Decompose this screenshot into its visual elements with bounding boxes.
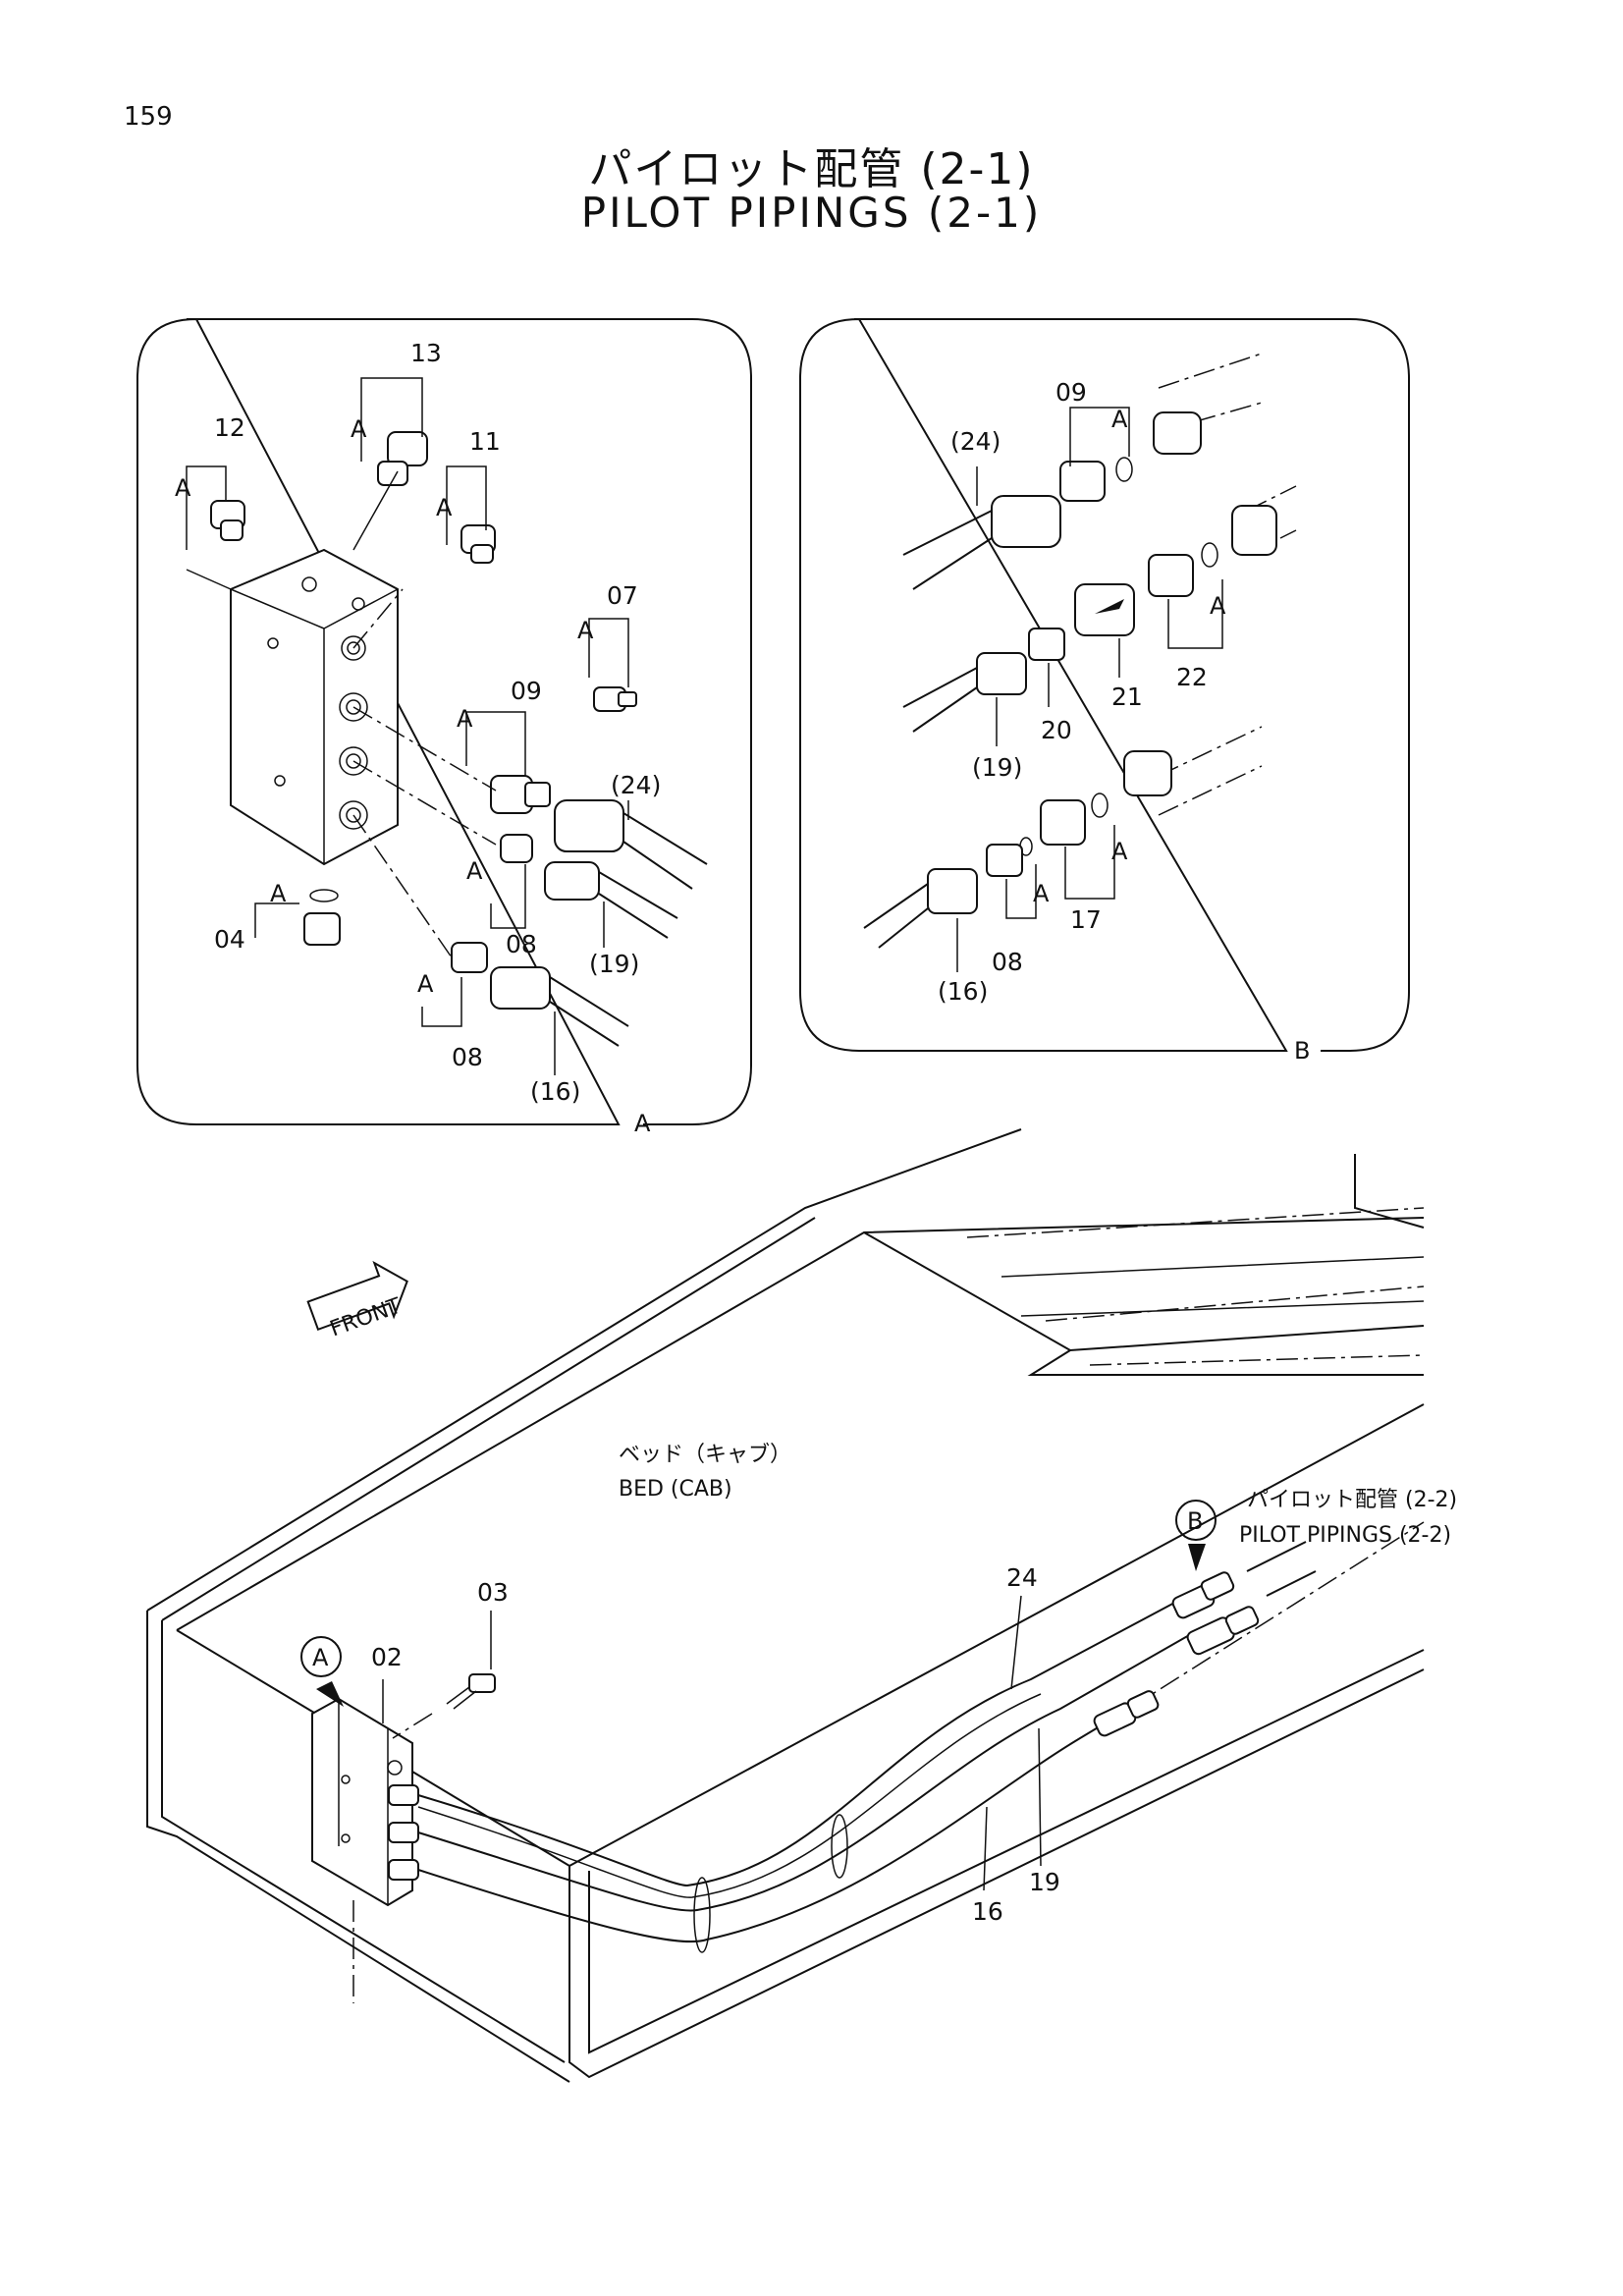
oring-mark: A <box>577 617 594 644</box>
callout-16: (16) <box>530 1077 580 1106</box>
bed-label-english: BED (CAB) <box>619 1477 732 1502</box>
hose-24-end <box>554 799 708 890</box>
fitting-09 <box>1059 461 1106 502</box>
fitting-13-elbow <box>377 431 428 486</box>
callout-16: (16) <box>938 977 988 1006</box>
detail-b-panel: B 09 (2 <box>799 317 1410 1065</box>
fitting-22 <box>1148 554 1194 597</box>
callout-08-lower: 08 <box>452 1043 483 1071</box>
page-title-japanese: パイロット配管 (2-1) <box>588 144 1035 194</box>
callout-19: (19) <box>972 753 1022 782</box>
callout-12: 12 <box>214 413 245 442</box>
hose-ends-b <box>1093 1541 1317 1737</box>
hose-bundle <box>352 1521 1425 2003</box>
o-ring <box>1091 793 1109 818</box>
callout-24: (24) <box>950 427 1001 456</box>
hose-16-end <box>490 966 629 1047</box>
fitting-07-adapter <box>593 686 637 712</box>
oring-mark: A <box>1111 406 1128 433</box>
fitting-08-upper <box>500 834 533 863</box>
callout-11: 11 <box>469 427 501 456</box>
flow-arrow-icon <box>1095 599 1129 614</box>
o-ring <box>1201 542 1218 568</box>
fitting-20 <box>1028 628 1065 661</box>
callout-09: 09 <box>1055 378 1087 407</box>
plug-04 <box>303 889 341 946</box>
callout-07: 07 <box>607 581 638 610</box>
page-title-english: PILOT PIPINGS (2-1) <box>580 189 1043 237</box>
callout-24: (24) <box>611 771 661 799</box>
callout-03: 03 <box>477 1578 509 1607</box>
page-number: 159 <box>124 102 173 132</box>
marker-b-label: B <box>1187 1507 1203 1535</box>
bolt-03 <box>392 1673 496 1739</box>
marker-b <box>1175 1500 1217 1571</box>
fitting-17 <box>1040 799 1086 846</box>
hose-16-end <box>927 868 978 914</box>
oring-mark: A <box>436 494 453 521</box>
nut-top <box>1153 411 1202 455</box>
callout-17: 17 <box>1070 905 1102 934</box>
oring-mark: A <box>417 970 434 998</box>
front-arrow-icon <box>306 1260 408 1332</box>
oring-mark: A <box>457 705 473 733</box>
callout-16: 16 <box>972 1897 1003 1926</box>
callout-02: 02 <box>371 1643 403 1671</box>
main-assembly-view: FRONT <box>146 1128 1457 2083</box>
hose-19-end <box>976 652 1027 695</box>
oring-mark: A <box>351 415 367 443</box>
nut-bottom <box>1123 750 1172 796</box>
fitting-08-lower <box>451 942 488 973</box>
hose-24-end <box>991 495 1061 548</box>
manifold-block <box>230 548 399 866</box>
oring-mark: A <box>1033 880 1050 907</box>
reference-label-japanese: パイロット配管 (2-2) <box>1247 1488 1457 1512</box>
callout-21: 21 <box>1111 683 1143 711</box>
callout-09: 09 <box>511 677 542 705</box>
fitting-08 <box>986 844 1023 877</box>
hose-19-end <box>544 861 678 939</box>
pointer-arrow-icon <box>316 1681 344 1707</box>
callout-19: 19 <box>1029 1868 1060 1896</box>
detail-a-panel: A <box>136 317 752 1137</box>
oring-mark: A <box>466 857 483 885</box>
front-label: FRONT <box>327 1293 406 1341</box>
reference-label-english: PILOT PIPINGS (2-2) <box>1239 1523 1451 1548</box>
marker-a-label: A <box>312 1644 329 1671</box>
callout-22: 22 <box>1176 663 1208 691</box>
detail-a-label: A <box>634 1110 651 1137</box>
marker-a <box>300 1636 344 1707</box>
nut-middle <box>1231 505 1277 556</box>
callout-20: 20 <box>1041 716 1072 744</box>
fitting-12-elbow <box>210 500 245 541</box>
oring-mark: A <box>175 474 191 502</box>
detail-a-leaders <box>186 377 629 1075</box>
fitting-09-adapter <box>490 775 551 814</box>
callout-08-upper: 08 <box>506 930 537 958</box>
callout-08: 08 <box>992 948 1023 976</box>
valve-block-02 <box>311 1697 419 1907</box>
pointer-arrow-icon <box>1188 1544 1206 1571</box>
detail-b-label: B <box>1294 1037 1310 1065</box>
bed-label-japanese: ベッド（キャブ） <box>619 1443 791 1467</box>
fitting-11-elbow <box>460 524 496 564</box>
oring-mark: A <box>1210 592 1226 620</box>
callout-24: 24 <box>1006 1563 1038 1592</box>
callout-13: 13 <box>410 339 442 367</box>
callout-19: (19) <box>589 950 639 978</box>
o-ring <box>1115 457 1133 482</box>
oring-mark: A <box>1111 838 1128 865</box>
callout-04: 04 <box>214 925 245 954</box>
oring-mark: A <box>270 880 287 907</box>
